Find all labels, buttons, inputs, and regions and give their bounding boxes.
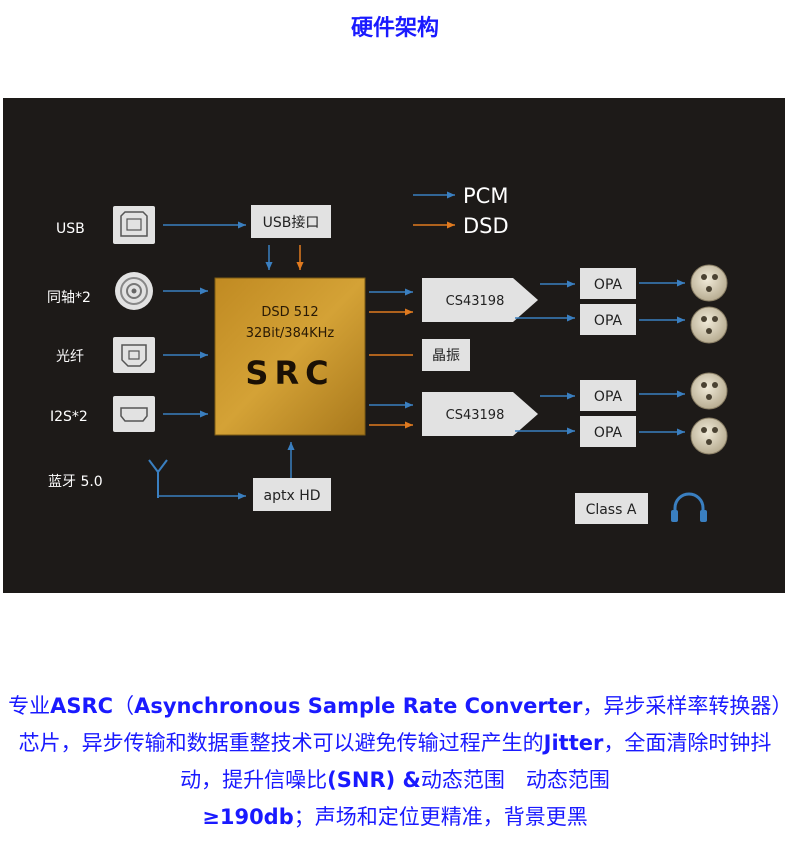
opa-label-3: OPA — [594, 389, 623, 405]
dac-bottom-chip — [422, 392, 538, 436]
class-a-box — [575, 493, 648, 524]
optical-input-label: 光纤 — [56, 349, 84, 365]
pcm-legend-label: PCM — [463, 184, 508, 208]
xlr-connector-icon-2 — [690, 306, 728, 344]
desc-asrc-full-name: Asynchronous Sample Rate Converter — [134, 694, 583, 718]
coax-rca-port-icon — [115, 272, 153, 310]
opa-label-1: OPA — [594, 277, 623, 293]
src-chip — [214, 277, 366, 436]
opa-label-4: OPA — [594, 425, 623, 441]
dac-top-label: CS43198 — [446, 294, 505, 309]
dsd-legend-label: DSD — [463, 214, 509, 238]
aptx-hd-box — [253, 478, 331, 511]
usb-interface-label: USB接口 — [263, 214, 320, 231]
bluetooth-input-label: 蓝牙 5.0 — [48, 474, 103, 490]
coax-input-label: 同轴*2 — [47, 290, 91, 306]
aptx-hd-label: aptx HD — [264, 488, 321, 504]
desc-snr: (SNR) & — [327, 768, 421, 792]
dac-bottom-label: CS43198 — [446, 408, 505, 423]
description-paragraph: 专业ASRC（Asynchronous Sample Rate Converte… — [6, 688, 784, 836]
crystal-label: 晶振 — [432, 348, 460, 364]
src-bit-label: 32Bit/384KHz — [246, 326, 335, 341]
desc-asrc: ASRC — [50, 694, 114, 718]
desc-part-3: （ — [113, 694, 135, 718]
xlr-connector-icon-4 — [690, 417, 728, 455]
dac-top-chip — [422, 278, 538, 322]
i2s-input-label: I2S*2 — [50, 409, 88, 425]
desc-part-1: 专业 — [8, 694, 51, 718]
desc-part-11: ；声场和定位更精准，背景更黑 — [293, 805, 588, 829]
desc-part-7: ，全面清除时钟抖动，提升信噪比 — [180, 731, 772, 792]
src-dsd-label: DSD 512 — [261, 305, 318, 320]
xlr-connector-icon-3 — [690, 372, 728, 410]
usb-input-label: USB — [56, 221, 85, 237]
hardware-architecture-diagram: PCM DSD USB 同轴*2 光纤 I2S*2 蓝牙 5.0 — [3, 98, 785, 593]
headphone-icon — [671, 492, 707, 522]
crystal-box — [422, 339, 470, 371]
page-title: 硬件架构 — [350, 16, 439, 41]
src-chip-label: SRC — [245, 354, 334, 392]
opa-box-4 — [580, 416, 636, 447]
opa-box-2 — [580, 304, 636, 335]
usb-b-port-icon — [113, 206, 155, 244]
desc-jitter: Jitter — [543, 731, 604, 755]
opa-box-3 — [580, 380, 636, 411]
i2s-hdmi-port-icon — [113, 396, 155, 432]
desc-part-5: ，异步采样率转换器）芯片，异步传输和数据重整技术可以避免传输过程产生的 — [18, 694, 782, 755]
xlr-connector-icon-1 — [690, 264, 728, 302]
usb-interface-box — [251, 205, 331, 238]
legend: PCM DSD — [413, 184, 509, 238]
bluetooth-antenna-icon — [148, 459, 168, 498]
optical-port-icon — [113, 337, 155, 373]
class-a-label: Class A — [586, 502, 637, 518]
opa-box-1 — [580, 268, 636, 299]
desc-part-9: 动态范围 动态范围 — [420, 768, 610, 792]
desc-db: ≥190db — [202, 805, 294, 829]
opa-label-2: OPA — [594, 313, 623, 329]
